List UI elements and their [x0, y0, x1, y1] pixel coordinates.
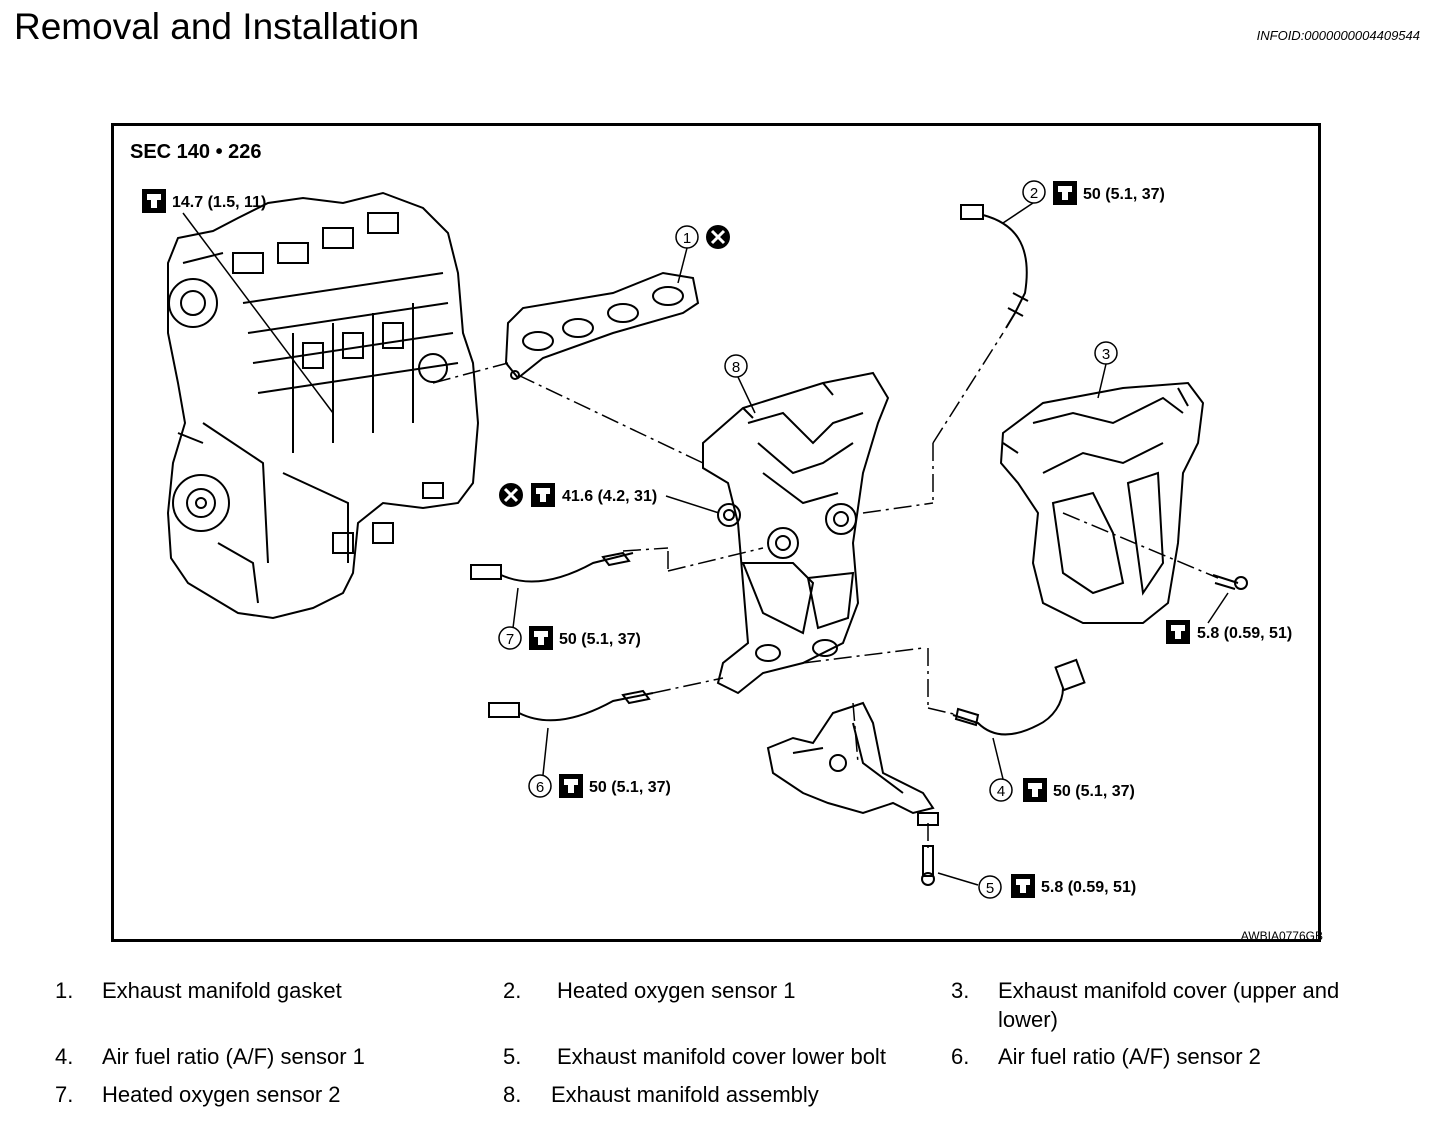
- engine-block: [166, 191, 480, 620]
- svg-text:50 (5.1, 37): 50 (5.1, 37): [589, 779, 671, 796]
- info-id: INFOID:0000000004409544: [1256, 28, 1420, 43]
- callout-1: 1: [675, 223, 732, 284]
- cover-bolt-upper: [1207, 574, 1248, 624]
- svg-text:2: 2: [1030, 185, 1038, 202]
- svg-text:3: 3: [1102, 346, 1110, 363]
- callout-4: 4 50 (5.1, 37): [989, 778, 1135, 802]
- exhaust-manifold-gasket: [504, 271, 700, 380]
- heated-oxygen-sensor-1: [960, 202, 1034, 329]
- exploded-view-drawing: SEC 140 • 226 14.7 (1.5, 11): [130, 141, 1323, 943]
- cover-lower-bolt: [921, 845, 979, 886]
- svg-text:5.8 (0.59, 51): 5.8 (0.59, 51): [1197, 625, 1292, 642]
- figure-code: AWBIA0776GB: [1241, 929, 1323, 943]
- callout-5: 5 5.8 (0.59, 51): [978, 874, 1136, 899]
- air-fuel-ratio-sensor-1: [952, 658, 1086, 780]
- stud-torque-callout: 14.7 (1.5, 11): [142, 189, 334, 414]
- exhaust-manifold-assembly: [702, 371, 890, 695]
- svg-text:41.6 (4.2, 31): 41.6 (4.2, 31): [562, 488, 657, 505]
- svg-text:4: 4: [997, 783, 1005, 800]
- air-fuel-ratio-sensor-2: [488, 689, 654, 776]
- alignment-lines: [432, 332, 1219, 848]
- callout-2: 2 50 (5.1, 37): [1022, 180, 1165, 205]
- callout-7: 7 50 (5.1, 37): [498, 626, 641, 650]
- cover-bolt-torque-callout: 5.8 (0.59, 51): [1166, 620, 1292, 644]
- svg-text:50 (5.1, 37): 50 (5.1, 37): [1053, 783, 1135, 800]
- svg-text:5.8 (0.59, 51): 5.8 (0.59, 51): [1041, 879, 1136, 896]
- section-label: SEC 140 • 226: [130, 141, 262, 163]
- nut-torque-callout: 41.6 (4.2, 31): [497, 481, 741, 527]
- svg-text:50 (5.1, 37): 50 (5.1, 37): [1083, 186, 1165, 203]
- svg-text:5: 5: [986, 880, 994, 897]
- svg-text:7: 7: [506, 631, 514, 648]
- svg-text:8: 8: [732, 359, 740, 376]
- exhaust-manifold-cover: [999, 381, 1205, 624]
- heated-oxygen-sensor-2: [470, 551, 634, 629]
- svg-text:50 (5.1, 37): 50 (5.1, 37): [559, 631, 641, 648]
- exhaust-manifold-cover-lower: [766, 701, 939, 826]
- exploded-view-figure: SEC 140 • 226 14.7 (1.5, 11): [111, 123, 1323, 943]
- svg-text:14.7 (1.5, 11): 14.7 (1.5, 11): [172, 194, 266, 211]
- page-title: Removal and Installation: [14, 6, 420, 47]
- callout-6: 6 50 (5.1, 37): [528, 774, 671, 798]
- callout-3: 3: [1094, 341, 1118, 399]
- callout-8: 8: [724, 354, 756, 414]
- svg-text:1: 1: [683, 230, 691, 247]
- svg-text:6: 6: [536, 779, 544, 796]
